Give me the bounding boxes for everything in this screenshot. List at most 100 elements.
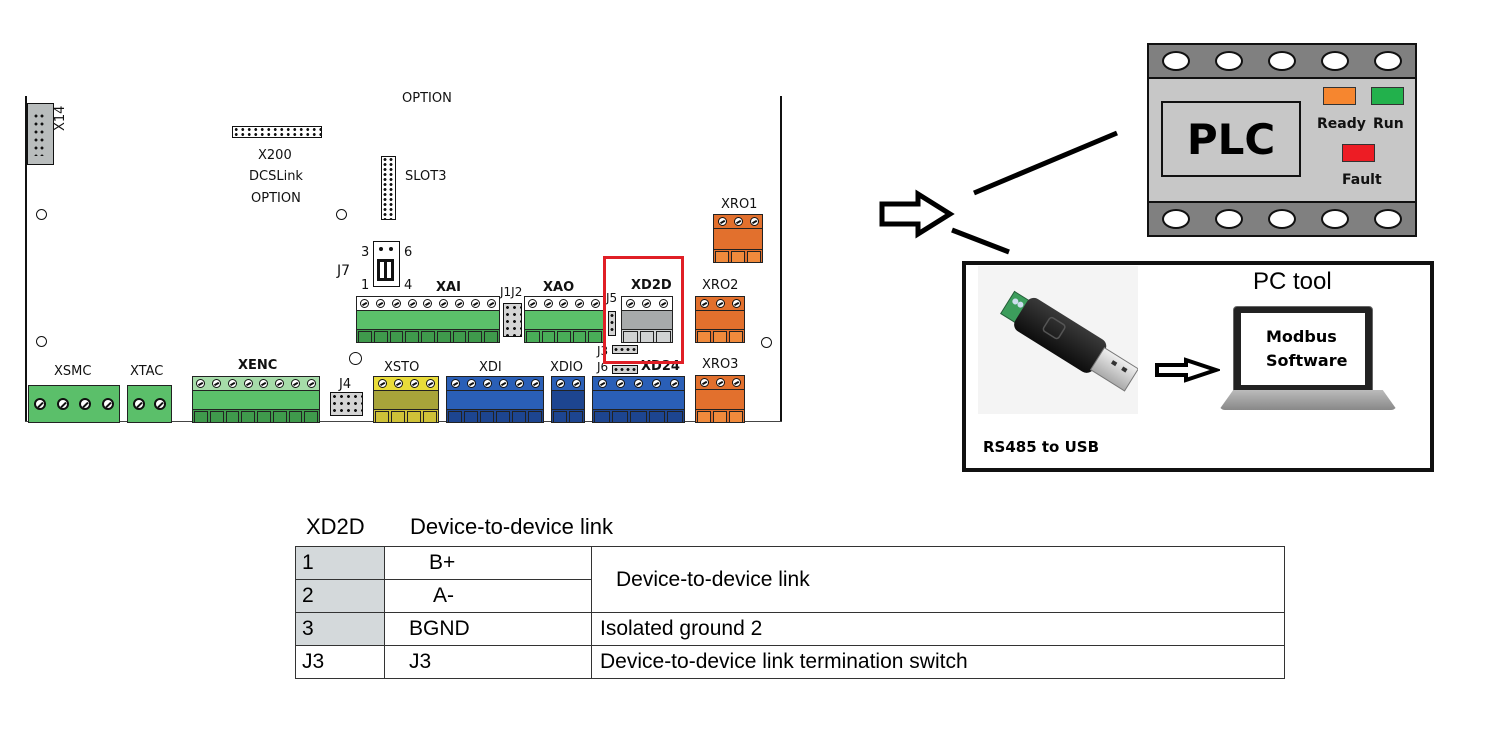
- xdio-label: XDIO: [550, 360, 583, 375]
- pin-cell: 3: [295, 612, 385, 646]
- mount-hole: [761, 337, 772, 348]
- j7-dot: [379, 247, 383, 251]
- xdio-screws: [552, 377, 584, 391]
- xao-screws: [525, 297, 603, 311]
- xd2d-label: XD2D: [631, 278, 672, 293]
- xro1-terminal: [713, 214, 763, 263]
- mount-hole: [36, 209, 47, 220]
- xd2d-terminal: [621, 296, 673, 343]
- pin-cell: 2: [295, 579, 385, 613]
- mount-hole: [349, 352, 362, 365]
- pc-tool-title: PC tool: [1253, 268, 1332, 295]
- laptop-screen-text-line2: Software: [1266, 351, 1348, 370]
- xao-pins: [525, 329, 603, 342]
- xdio-pins: [552, 409, 584, 422]
- xao-terminal: [524, 296, 604, 343]
- xsmc-label: XSMC: [54, 364, 92, 379]
- xro1-pins: [714, 249, 762, 262]
- xro1-label: XRO1: [721, 197, 758, 212]
- xd24-pins: [593, 409, 684, 422]
- mount-hole: [36, 336, 47, 347]
- x14-pins: [33, 112, 46, 156]
- xenc-pins: [193, 409, 319, 422]
- xai-terminal: [356, 296, 500, 343]
- j6-jumper: [612, 365, 638, 374]
- j5-jumper: [608, 311, 616, 336]
- laptop-screen-text-line1: Modbus: [1266, 327, 1337, 346]
- link-line-to-pc: [951, 227, 1010, 255]
- x14-connector: [27, 103, 54, 165]
- j7-pin3-label: 3: [361, 245, 370, 260]
- signal-cell: B+: [384, 546, 592, 580]
- xenc-screws: [193, 377, 319, 391]
- j1j2-jumpers: [503, 303, 522, 337]
- mount-hole: [336, 209, 347, 220]
- xdi-terminal: [446, 376, 544, 423]
- connection-graphics: [879, 130, 1118, 255]
- xd24-screws: [593, 377, 684, 391]
- board-edge-left: [25, 96, 27, 422]
- xro3-screws: [696, 376, 744, 390]
- pin-cell: 1: [295, 546, 385, 580]
- xd24-terminal: [592, 376, 685, 423]
- xro1-screws: [714, 215, 762, 229]
- xsto-screws: [374, 377, 438, 391]
- xdi-pins: [447, 409, 543, 422]
- signal-cell: BGND: [384, 612, 592, 646]
- plc-led-ready-label: Ready: [1317, 116, 1366, 132]
- j7-dot: [389, 247, 393, 251]
- j6-label: J6: [597, 360, 609, 374]
- signal-text: A-: [433, 584, 454, 607]
- x200-header: [232, 126, 322, 138]
- slot3-label: SLOT3: [405, 169, 447, 184]
- xdio-terminal: [551, 376, 585, 423]
- x200-option-label: OPTION: [251, 191, 301, 206]
- j5-label: J5: [606, 291, 618, 305]
- j4-jumpers: [330, 392, 363, 416]
- xsmc-terminal: [28, 385, 120, 423]
- xsto-pins: [374, 409, 438, 422]
- dcslink-label: DCSLink: [249, 169, 303, 184]
- xro3-pins: [696, 409, 744, 422]
- j7-pin6-label: 6: [404, 245, 413, 260]
- signal-cell: A-: [384, 579, 592, 613]
- xro3-label: XRO3: [702, 357, 739, 372]
- xsto-label: XSTO: [384, 360, 420, 375]
- xao-label: XAO: [543, 280, 575, 295]
- arrow-right-icon: [879, 189, 955, 239]
- j7-pin4-label: 4: [404, 278, 413, 293]
- top-option-label: OPTION: [402, 91, 452, 106]
- table-row: 1 B+ Device-to-device link: [295, 546, 1285, 613]
- xtac-label: XTAC: [130, 364, 164, 379]
- xro2-terminal: [695, 296, 745, 343]
- j7-jumper: [373, 241, 400, 287]
- xdi-screws: [447, 377, 543, 391]
- signal-cell: J3: [384, 645, 592, 679]
- link-line-to-plc: [973, 130, 1118, 196]
- slot3-header: [381, 156, 396, 220]
- xro2-label: XRO2: [702, 278, 739, 293]
- xdi-label: XDI: [479, 360, 502, 375]
- xsto-terminal: [373, 376, 439, 423]
- laptop-icon: [1219, 302, 1399, 414]
- xenc-label: XENC: [238, 358, 278, 373]
- j7-label: J7: [337, 263, 351, 279]
- xd2d-pins: [622, 329, 672, 342]
- j3-jumper: [612, 345, 638, 354]
- laptop-base: [1219, 390, 1397, 410]
- plc-led-run: [1371, 87, 1404, 105]
- plc-bottom-terminals: [1149, 201, 1415, 235]
- xd2d-pinout-table: 1 B+ Device-to-device link 2 A- 3 BGND I…: [295, 546, 1285, 681]
- board-edge-right: [780, 96, 782, 422]
- xtac-terminal: [127, 385, 172, 423]
- j7-switch: [377, 259, 394, 281]
- rs485-usb-adapter-image: [978, 266, 1140, 414]
- table-connector-name: XD2D: [306, 514, 365, 539]
- xro3-terminal: [695, 375, 745, 423]
- x14-label: X14: [53, 105, 68, 131]
- rs485-usb-label: RS485 to USB: [983, 438, 1100, 456]
- table-row: 3 BGND Isolated ground 2: [295, 612, 1285, 646]
- description-cell: Device-to-device link: [591, 546, 1285, 613]
- description-cell: Isolated ground 2: [591, 612, 1285, 646]
- signal-text: B+: [429, 551, 456, 574]
